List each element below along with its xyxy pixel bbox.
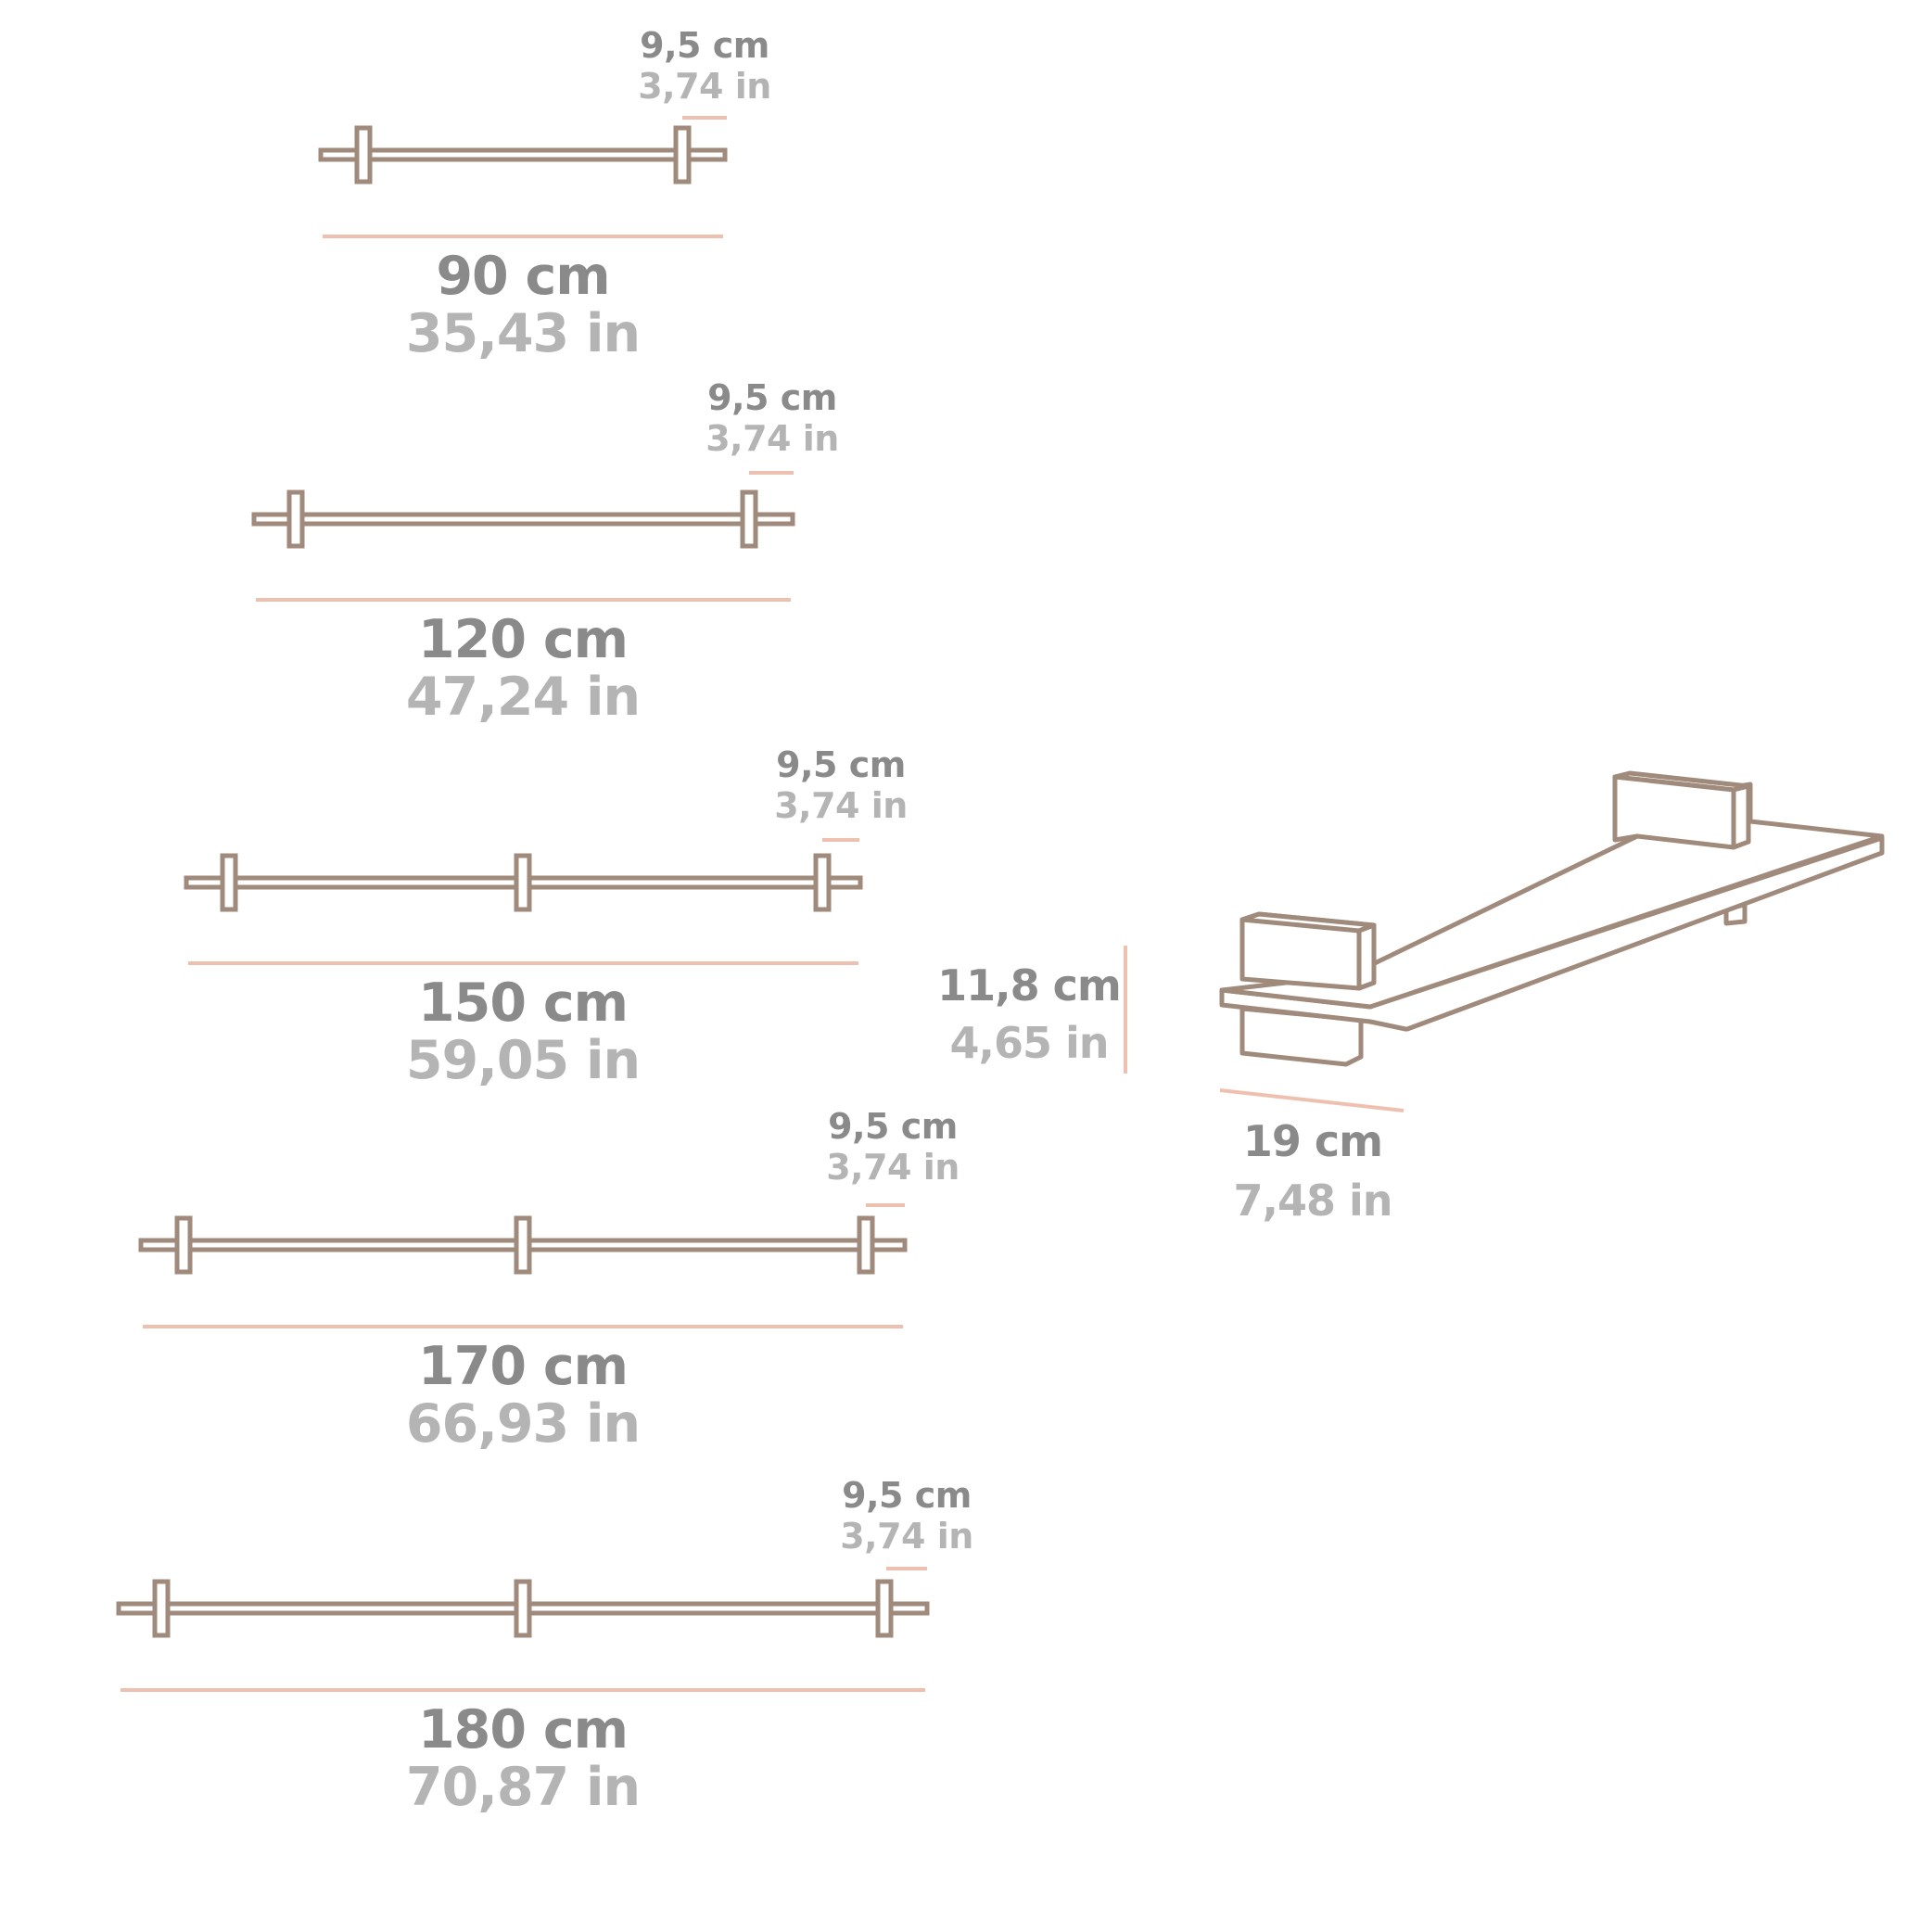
- offset-label-in: 3,74 in: [705, 418, 839, 459]
- length-label-in: 70,87 in: [405, 1757, 641, 1818]
- offset-label-cm: 9,5 cm: [842, 1475, 972, 1516]
- height-label-in: 4,65 in: [949, 1018, 1109, 1068]
- length-label-in: 47,24 in: [405, 667, 641, 728]
- shelf-bracket: [740, 489, 758, 549]
- shelf-bracket: [813, 853, 832, 912]
- offset-label-in: 3,74 in: [638, 66, 771, 107]
- shelf-bracket: [286, 489, 305, 549]
- length-label-cm: 170 cm: [417, 1336, 629, 1397]
- depth-dimension-line: [1219, 1088, 1405, 1112]
- length-label-cm: 180 cm: [417, 1699, 629, 1760]
- shelf-bracket: [673, 125, 692, 184]
- length-label-cm: 150 cm: [417, 972, 629, 1034]
- offset-label-cm: 9,5 cm: [640, 25, 769, 66]
- offset-label-cm: 9,5 cm: [776, 744, 906, 785]
- depth-label-cm: 19 cm: [1242, 1116, 1383, 1166]
- back-bracket-side: [1731, 783, 1751, 850]
- shelf-board: [251, 512, 795, 527]
- offset-label-in: 3,74 in: [774, 785, 908, 826]
- length-label-in: 66,93 in: [405, 1393, 641, 1455]
- shelf-bracket: [875, 1579, 894, 1638]
- height-label-cm: 11,8 cm: [937, 960, 1122, 1010]
- shelf-bracket: [220, 853, 238, 912]
- offset-label-in: 3,74 in: [840, 1516, 973, 1557]
- shelf-bracket: [514, 1215, 532, 1275]
- offset-label-cm: 9,5 cm: [707, 377, 837, 418]
- length-label-in: 35,43 in: [405, 303, 641, 364]
- offset-label-in: 3,74 in: [826, 1147, 960, 1188]
- back-bracket-front: [1612, 774, 1736, 850]
- shelf-bracket: [174, 1215, 193, 1275]
- offset-label-cm: 9,5 cm: [828, 1106, 958, 1147]
- front-bracket-top-side: [1356, 922, 1377, 991]
- length-label-cm: 90 cm: [436, 246, 610, 307]
- shelf-board: [318, 147, 728, 162]
- shelf-bracket: [152, 1579, 171, 1638]
- shelf-bracket: [514, 853, 532, 912]
- depth-label-in: 7,48 in: [1233, 1176, 1392, 1226]
- shelf-bracket: [514, 1579, 532, 1638]
- length-label-in: 59,05 in: [405, 1030, 641, 1091]
- length-label-cm: 120 cm: [417, 609, 629, 670]
- shelf-bracket: [857, 1215, 875, 1275]
- shelf-bracket: [354, 125, 373, 184]
